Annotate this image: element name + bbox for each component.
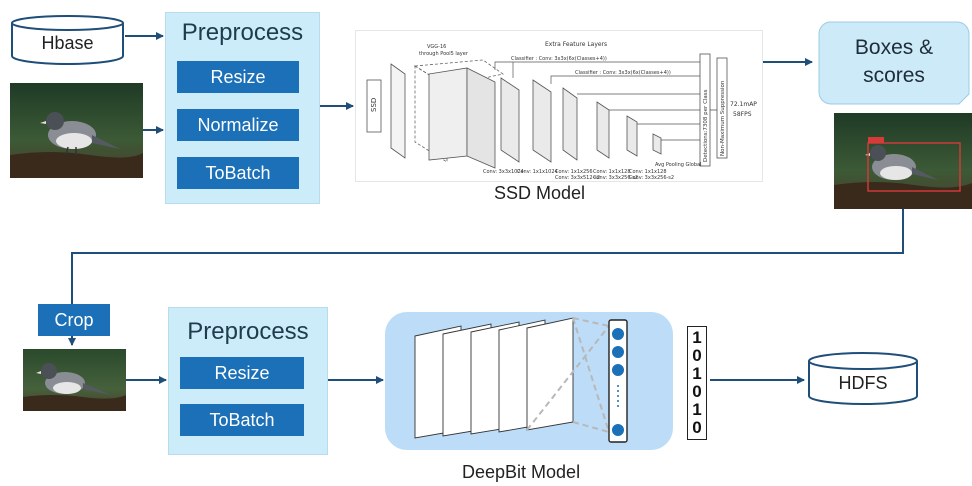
conv-label: Conv: 3x3x256-s2 [593,175,638,181]
bit-value: 1 [692,328,702,347]
conv-label: Avg Pooling Global [655,162,701,168]
classifier-label-2: Classifier : Conv: 3x3x(6x(Classes+4)) [575,70,671,76]
bit-value: 0 [692,382,702,401]
vgg-label-1: VGG-16 [427,44,446,50]
bit-value: 0 [692,346,702,365]
conv-label: Conv: 3x3x1024 [483,169,524,175]
conv-label: Conv: 1x1x128 [629,169,667,175]
boxes-scores-shape: Boxes & scores [815,20,972,116]
bit-value: 1 [692,364,702,383]
detected-bird-image [834,113,972,209]
ssd-vertical-label: SSD [370,98,378,112]
boxes-line: Boxes & [854,36,934,59]
step-normalize: Normalize [177,109,299,141]
hbase-database: Hbase [10,14,125,66]
conv-label: Conv: 1x1x1024 [517,169,558,175]
extra-feature-label: Extra Feature Layers [545,41,607,48]
preprocess-bottom-title: Preprocess [187,318,309,345]
preprocess-bottom-panel: Preprocess Resize ToBatch [168,307,328,455]
nms-label: Non-Maximum Suppression [720,80,726,156]
deepbit-caption: DeepBit Model [462,462,581,482]
ssd-architecture: SSD VGG-16 through Pool5 layer Extra Fea… [355,30,763,182]
scores-line: scores [863,64,925,87]
fps-label: 58FPS [733,111,752,118]
step-tobatch: ToBatch [177,157,299,189]
conv-label: Conv: 1x1x256 [555,169,593,175]
hdfs-database: HDFS [807,351,919,407]
conv-label: Conv: 1x1x128 [593,169,631,175]
preprocess-top-title: Preprocess [181,19,304,46]
preprocess-top-panel: Preprocess Resize Normalize ToBatch [165,12,320,204]
step-resize: Resize [177,61,299,93]
step-resize: Resize [180,357,304,389]
deepbit-model [385,312,673,450]
conv-label: Conv: 3x3x256-s2 [629,175,674,181]
hbase-label: Hbase [41,33,94,53]
bit-value: 0 [692,418,702,437]
conv-label: Conv: 3x3x512-s2 [555,175,600,181]
classifier-label-1: Classifier : Conv: 3x3x(6x(Classes+4)) [511,56,607,62]
step-tobatch: ToBatch [180,404,304,436]
line-boxes-to-crop [68,208,904,346]
ssd-model-caption: SSD Model [494,183,586,203]
database-icon [11,15,124,65]
input-bird-image [10,83,143,178]
map-label: 72.1mAP [730,101,757,108]
binary-code-vector: 1 0 1 0 1 0 [687,326,707,440]
hdfs-label: HDFS [838,373,888,393]
vgg-label-2: through Pool5 layer [419,51,469,57]
bit-value: 1 [692,400,702,419]
detections-label: Detections:7308 per Class [703,89,709,162]
crop-label: Crop [38,304,110,336]
database-icon [808,352,918,405]
cropped-bird-image [23,349,126,411]
